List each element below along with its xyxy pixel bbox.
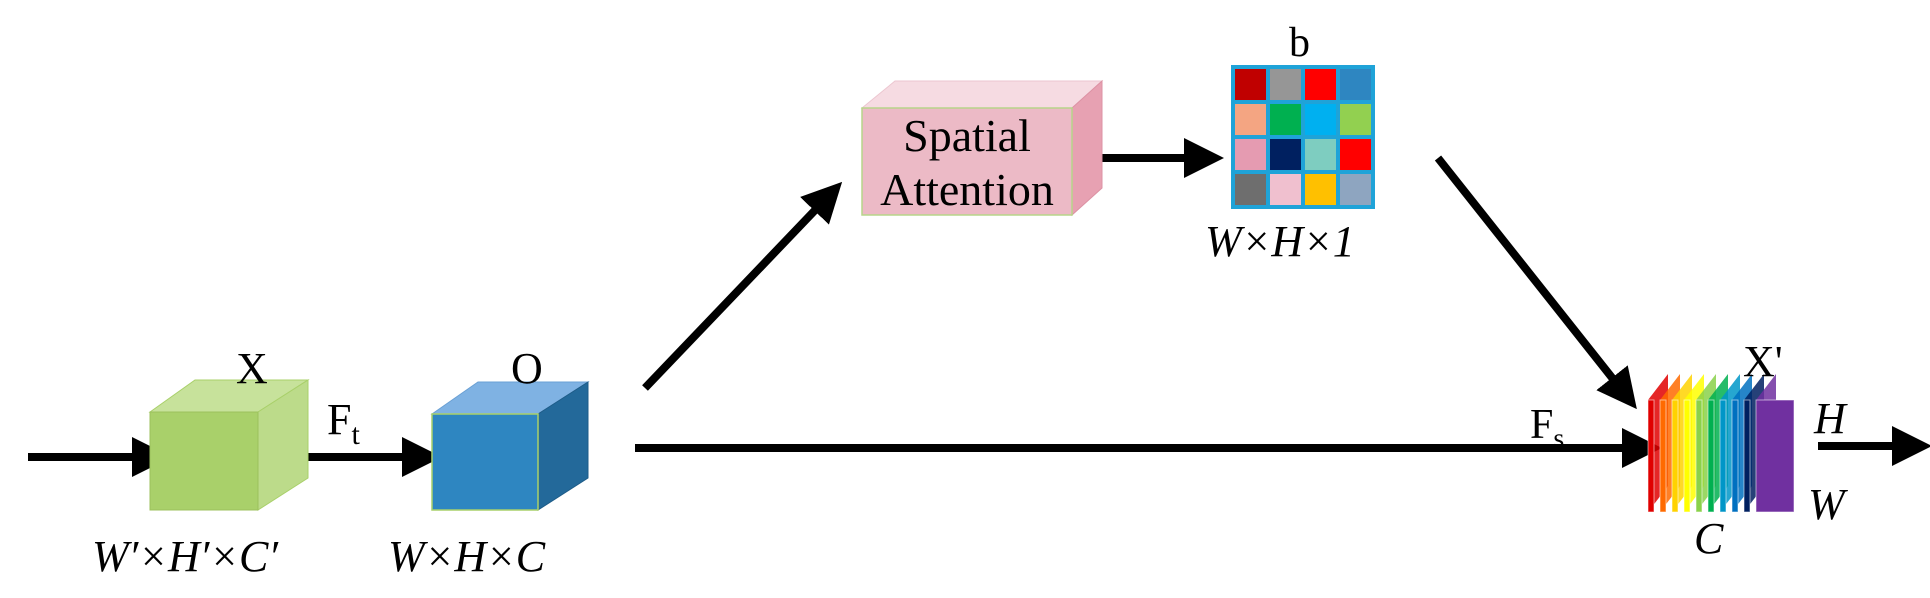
- spatial-attention-line1: Spatial: [903, 110, 1031, 161]
- input-cube: [148, 379, 310, 511]
- b-grid-cell: [1235, 104, 1266, 135]
- b-grid-cell: [1340, 69, 1371, 100]
- b-grid-cell: [1235, 69, 1266, 100]
- label-fs: Fs: [1530, 404, 1564, 453]
- input-cube-front: [149, 411, 259, 511]
- output-layer-front: [1659, 399, 1667, 513]
- b-grid-cell: [1340, 174, 1371, 205]
- label-o: O: [511, 344, 543, 393]
- label-input-dims: W′×H′×C′: [92, 532, 279, 581]
- b-grid-cell: [1340, 139, 1371, 170]
- label-b-dims: W×H×1: [1205, 217, 1355, 266]
- o-cube: [430, 381, 590, 511]
- b-grid-cell: [1305, 69, 1336, 100]
- spatial-attention-line2: Attention: [880, 164, 1054, 215]
- b-grid-cell: [1270, 104, 1301, 135]
- output-layer-front: [1719, 399, 1727, 513]
- spatial-attention-block: [860, 79, 1104, 217]
- b-grid-cell: [1340, 104, 1371, 135]
- label-ft-sub: t: [351, 417, 360, 451]
- label-o-dims: W×H×C: [388, 532, 546, 581]
- spatial-attention-label: Spatial Attention: [862, 108, 1072, 217]
- b-grid-cell: [1235, 139, 1266, 170]
- output-layer-front: [1755, 399, 1795, 513]
- o-cube-front: [431, 413, 539, 511]
- b-to-output-arrow: [1434, 155, 1637, 410]
- output-layer-front: [1743, 399, 1751, 513]
- label-x-prime: X': [1743, 337, 1783, 386]
- label-fs-main: F: [1530, 402, 1554, 448]
- b-attention-map: [1231, 65, 1375, 209]
- label-ft-main: F: [327, 395, 352, 444]
- label-fs-sub: s: [1553, 423, 1565, 455]
- spatial-attention-front: [861, 107, 1073, 216]
- spatial-attention-top: [860, 80, 1104, 109]
- output-layer-front: [1683, 399, 1691, 513]
- b-grid-cell: [1305, 139, 1336, 170]
- output-layer-front: [1695, 399, 1703, 513]
- output-layer-front: [1671, 399, 1679, 513]
- output-layer-front: [1647, 399, 1655, 513]
- b-grid-cell: [1270, 174, 1301, 205]
- b-grid-cell: [1305, 104, 1336, 135]
- b-grid-cell: [1305, 174, 1336, 205]
- label-c: C: [1694, 514, 1724, 563]
- to-attention-arrow: [642, 181, 843, 391]
- label-b: b: [1289, 20, 1310, 66]
- output-layer-front: [1707, 399, 1715, 513]
- b-grid-cell: [1270, 139, 1301, 170]
- b-grid-cell: [1270, 69, 1301, 100]
- output-feature-stack: [1647, 374, 1795, 513]
- label-x: X: [236, 344, 268, 393]
- output-layer: [1755, 374, 1795, 513]
- label-h: H: [1814, 394, 1846, 443]
- label-ft: Ft: [327, 398, 360, 450]
- label-w: W: [1808, 480, 1845, 529]
- output-layer-front: [1731, 399, 1739, 513]
- b-grid-cell: [1235, 174, 1266, 205]
